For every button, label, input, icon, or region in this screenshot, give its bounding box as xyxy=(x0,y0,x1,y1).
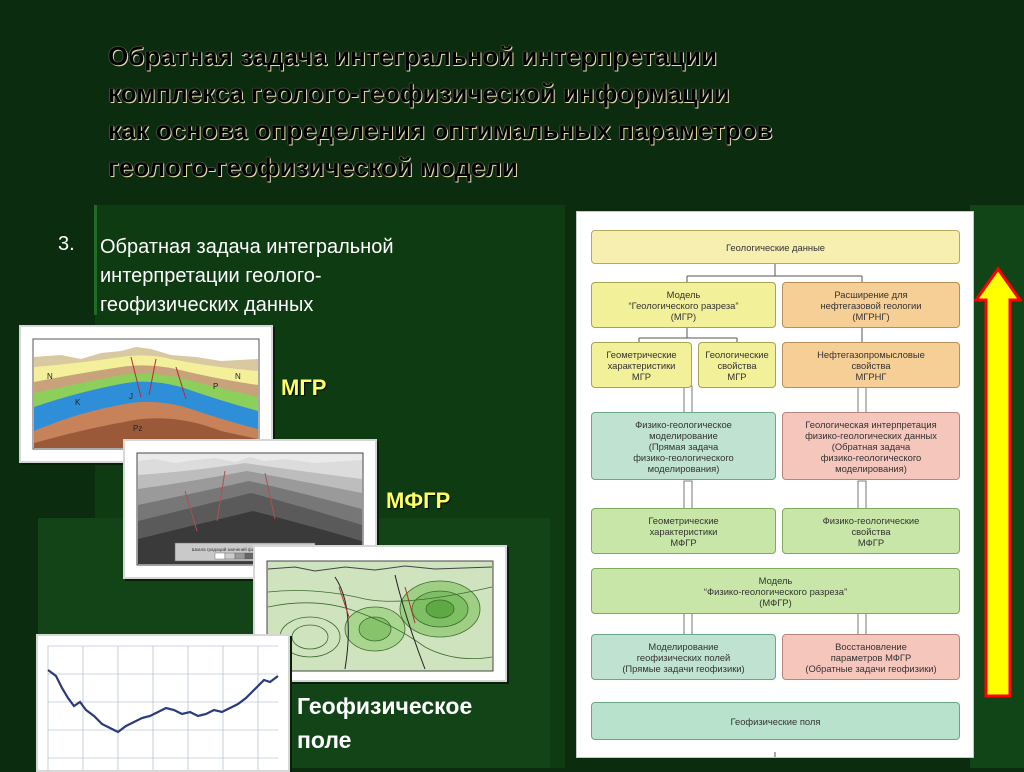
box-line: Нефтегазопромысловые xyxy=(817,348,925,360)
box-geological-properties: Геологические свойства МГР xyxy=(698,342,776,388)
interpretation-scheme: Геологические данные Модель “Геологическ… xyxy=(576,211,974,758)
box-line: (МФГР) xyxy=(759,596,792,608)
box-line: Восстановление xyxy=(835,640,907,652)
box-line: (Прямая задача xyxy=(648,440,719,452)
box-geophysical-fields: Геофизические поля xyxy=(591,702,960,740)
box-restore-parameters: Восстановление параметров МФГР (Обратные… xyxy=(782,634,960,680)
list-item-line: интерпретации геолого- xyxy=(100,265,322,287)
physical-geological-section-image: Шкала градаций значений физического пара… xyxy=(123,439,377,579)
list-item-line: геофизических данных xyxy=(100,294,314,316)
box-physical-properties-mfgr: Физико-геологические свойства МФГР xyxy=(782,508,960,554)
contour-field-image xyxy=(253,545,507,682)
section-label: N xyxy=(47,372,53,381)
field-label-line: Геофизическое xyxy=(297,693,473,719)
box-line: моделирование xyxy=(649,429,718,441)
box-line: (Прямые задачи геофизики) xyxy=(622,662,745,674)
box-field-modeling: Моделирование геофизических полей (Прямы… xyxy=(591,634,776,680)
box-geological-data: Геологические данные xyxy=(591,230,960,264)
box-line: физико-геологического xyxy=(820,451,922,463)
box-line: нефтегазовой геологии xyxy=(820,299,922,311)
box-line: МГРНГ xyxy=(855,370,887,382)
box-geological-interpretation: Геологическая интерпретация физико-геоло… xyxy=(782,412,960,480)
box-line: МФГР xyxy=(670,536,697,548)
box-line: характеристики xyxy=(607,359,676,371)
box-line: Модель xyxy=(666,288,701,300)
box-line: МГР xyxy=(727,370,747,382)
section-label: J xyxy=(129,392,133,401)
box-line: Физико-геологические xyxy=(822,514,920,526)
box-line: Геологические xyxy=(705,348,769,360)
box-oil-gas-properties: Нефтегазопромысловые свойства МГРНГ xyxy=(782,342,960,388)
box-line: характеристики xyxy=(649,525,718,537)
box-geometric-mgr: Геометрические характеристики МГР xyxy=(591,342,692,388)
box-line: “Геологического разреза” xyxy=(628,299,739,311)
box-line: “Физико-геологического разреза” xyxy=(703,585,848,597)
box-physical-geological-modeling: Физико-геологическое моделирование (Прям… xyxy=(591,412,776,480)
box-line: (Обратная задача xyxy=(831,440,911,452)
box-line: Моделирование xyxy=(648,640,719,652)
up-arrow-icon xyxy=(974,266,1022,698)
box-line: физико-геологических данных xyxy=(805,429,937,441)
box-line: свойства xyxy=(851,525,891,537)
section-label: N xyxy=(235,372,241,381)
box-line: Геологическая интерпретация xyxy=(805,418,937,430)
box-line: параметров МФГР xyxy=(830,651,912,663)
box-line: Физико-геологическое xyxy=(635,418,732,430)
list-item-line: Обратная задача интегральной xyxy=(100,236,394,258)
box-line: моделирования) xyxy=(835,462,907,474)
mgr-label: МГР xyxy=(281,375,327,400)
box-line: МГР xyxy=(631,370,652,382)
box-model-mfgr: Модель “Физико-геологического разреза” (… xyxy=(591,568,960,614)
box-line: Геологические данные xyxy=(725,241,826,253)
slide-title: Обратная задача интегральной интерпретац… xyxy=(108,38,988,186)
box-line: свойства xyxy=(717,359,757,371)
mfgr-label: МФГР xyxy=(386,488,451,513)
title-line: геолого-геофизической модели xyxy=(108,152,518,182)
title-line: Обратная задача интегральной интерпретац… xyxy=(108,41,718,71)
box-line: (МГРНГ) xyxy=(852,310,890,322)
scale-caption: Шкала градаций значений физического пара… xyxy=(192,546,299,552)
box-line: свойства xyxy=(851,359,891,371)
title-line: как основа определения оптимальных парам… xyxy=(108,115,773,145)
section-label: Pz xyxy=(133,424,142,433)
box-extension-mgrng: Расширение для нефтегазовой геологии (МГ… xyxy=(782,282,960,328)
box-line: (МГР) xyxy=(670,310,697,322)
background-edge-line xyxy=(94,205,97,315)
box-line: моделирования) xyxy=(647,462,720,474)
geological-section-image: N N P K J Pz xyxy=(19,325,273,463)
list-item-text: Обратная задача интегральной интерпретац… xyxy=(100,233,500,320)
box-line: (Обратные задачи геофизики) xyxy=(805,662,937,674)
box-line: Геометрические xyxy=(606,348,677,360)
field-curve-image xyxy=(36,634,290,772)
list-item-number: 3. xyxy=(58,233,75,255)
section-label: K xyxy=(75,398,81,407)
box-geometric-mfgr: Геометрические характеристики МФГР xyxy=(591,508,776,554)
title-line: комплекса геолого-геофизической информац… xyxy=(108,78,730,108)
box-line: физико-геологического xyxy=(633,451,734,463)
box-model-mgr: Модель “Геологического разреза” (МГР) xyxy=(591,282,776,328)
box-line: Расширение для xyxy=(834,288,908,300)
box-line: геофизических полей xyxy=(636,651,731,663)
box-line: Модель xyxy=(758,574,793,586)
geophysical-field-label: Геофизическое поле xyxy=(297,689,472,757)
box-line: Геофизические поля xyxy=(730,715,821,727)
box-line: МФГР xyxy=(857,536,885,548)
section-label: P xyxy=(213,382,218,391)
box-line: Геометрические xyxy=(648,514,719,526)
field-label-line: поле xyxy=(297,727,352,753)
